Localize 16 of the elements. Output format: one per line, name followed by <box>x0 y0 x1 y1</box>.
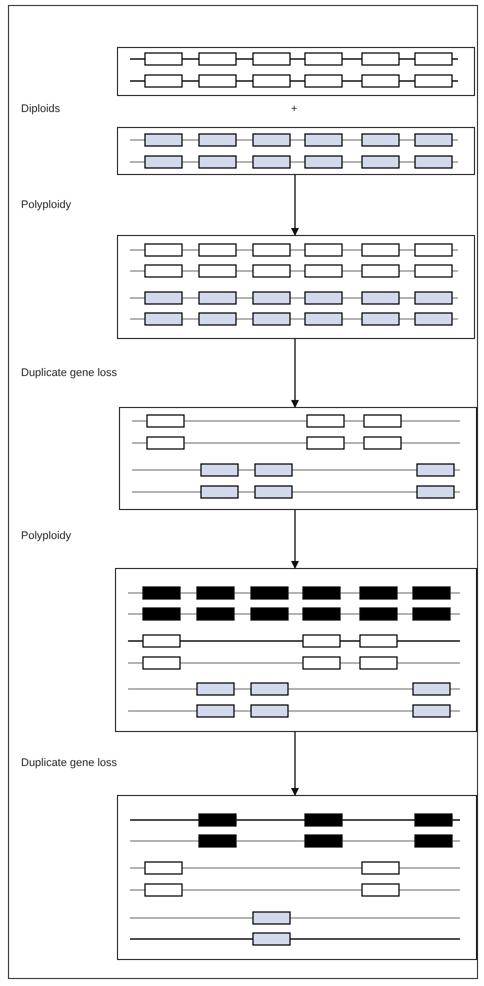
arrow <box>291 175 299 236</box>
arrow <box>291 510 299 569</box>
chromosome-panel <box>119 407 477 510</box>
step-label: + <box>291 103 298 116</box>
chromosome-panel <box>117 795 477 960</box>
step-label: Duplicate gene loss <box>21 367 118 380</box>
chromosome-panel <box>117 235 475 339</box>
arrow <box>291 339 299 408</box>
arrow <box>291 732 299 796</box>
step-label: Diploids <box>21 103 60 116</box>
step-label: Polyploidy <box>21 199 72 212</box>
chromosome-panel <box>117 47 475 96</box>
chromosome-panel <box>115 568 477 732</box>
step-label: Polyploidy <box>21 530 72 543</box>
chromosome-panel <box>117 127 475 175</box>
step-label: Duplicate gene loss <box>21 757 118 770</box>
